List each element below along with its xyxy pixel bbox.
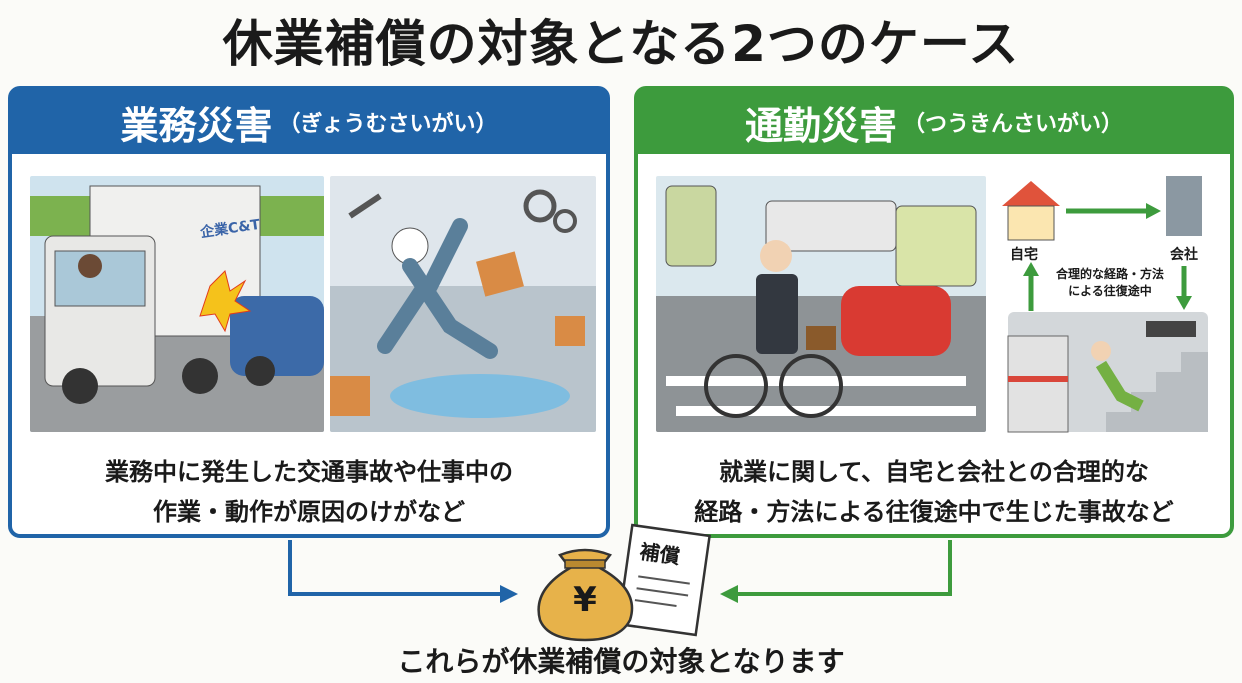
left-arrow — [288, 540, 500, 596]
work-accident-panel: 業務災害 （ぎょうむさいがい） 企業C&T — [8, 86, 610, 538]
route-label: 合理的な経路・方法 による往復途中 — [1040, 266, 1180, 300]
commute-accident-title: 通勤災害 — [744, 103, 897, 148]
work-accident-title: 業務災害 — [120, 103, 273, 148]
commute-accident-description: 就業に関して、自宅と会社との合理的な 経路・方法による往復途中で生じた事故など — [638, 452, 1230, 532]
office-label: 会社 — [1170, 247, 1198, 263]
desc-line: 経路・方法による往復途中で生じた事故など — [694, 498, 1174, 526]
desc-line: 就業に関して、自宅と会社との合理的な — [719, 458, 1149, 486]
desc-line: 作業・動作が原因のけがなど — [153, 498, 465, 526]
commute-accident-reading: （つうきんさいがい） — [903, 112, 1124, 137]
page-title: 休業補償の対象となる2つのケース — [222, 15, 1020, 73]
truck-accident-illustration: 企業C&T — [30, 176, 324, 432]
desc-line: 業務中に発生した交通事故や仕事中の — [105, 458, 513, 486]
home-label: 自宅 — [1010, 247, 1038, 263]
work-accident-header: 業務災害 （ぎょうむさいがい） — [12, 90, 606, 154]
commute-accident-illustration — [656, 176, 986, 432]
footer-caption: これらが休業補償の対象となります — [397, 645, 845, 678]
commute-route-diagram: 自宅 会社 合理的な経路・方法 による往復途中 — [996, 176, 1218, 436]
work-accident-reading: （ぎょうむさいがい） — [278, 112, 498, 137]
left-arrowhead — [500, 585, 518, 603]
right-arrow — [738, 540, 952, 596]
work-accident-description: 業務中に発生した交通事故や仕事中の 作業・動作が原因のけがなど — [12, 452, 606, 532]
route-label-line: による往復途中 — [1068, 284, 1152, 298]
workplace-fall-illustration — [330, 176, 596, 432]
document-label: 補償 — [638, 539, 682, 569]
right-arrowhead — [720, 585, 738, 603]
commute-accident-header: 通勤災害 （つうきんさいがい） — [638, 90, 1230, 154]
yen-symbol: ¥ — [573, 580, 597, 620]
commute-accident-panel: 通勤災害 （つうきんさいがい） — [634, 86, 1234, 538]
route-label-line: 合理的な経路・方法 — [1055, 267, 1164, 281]
